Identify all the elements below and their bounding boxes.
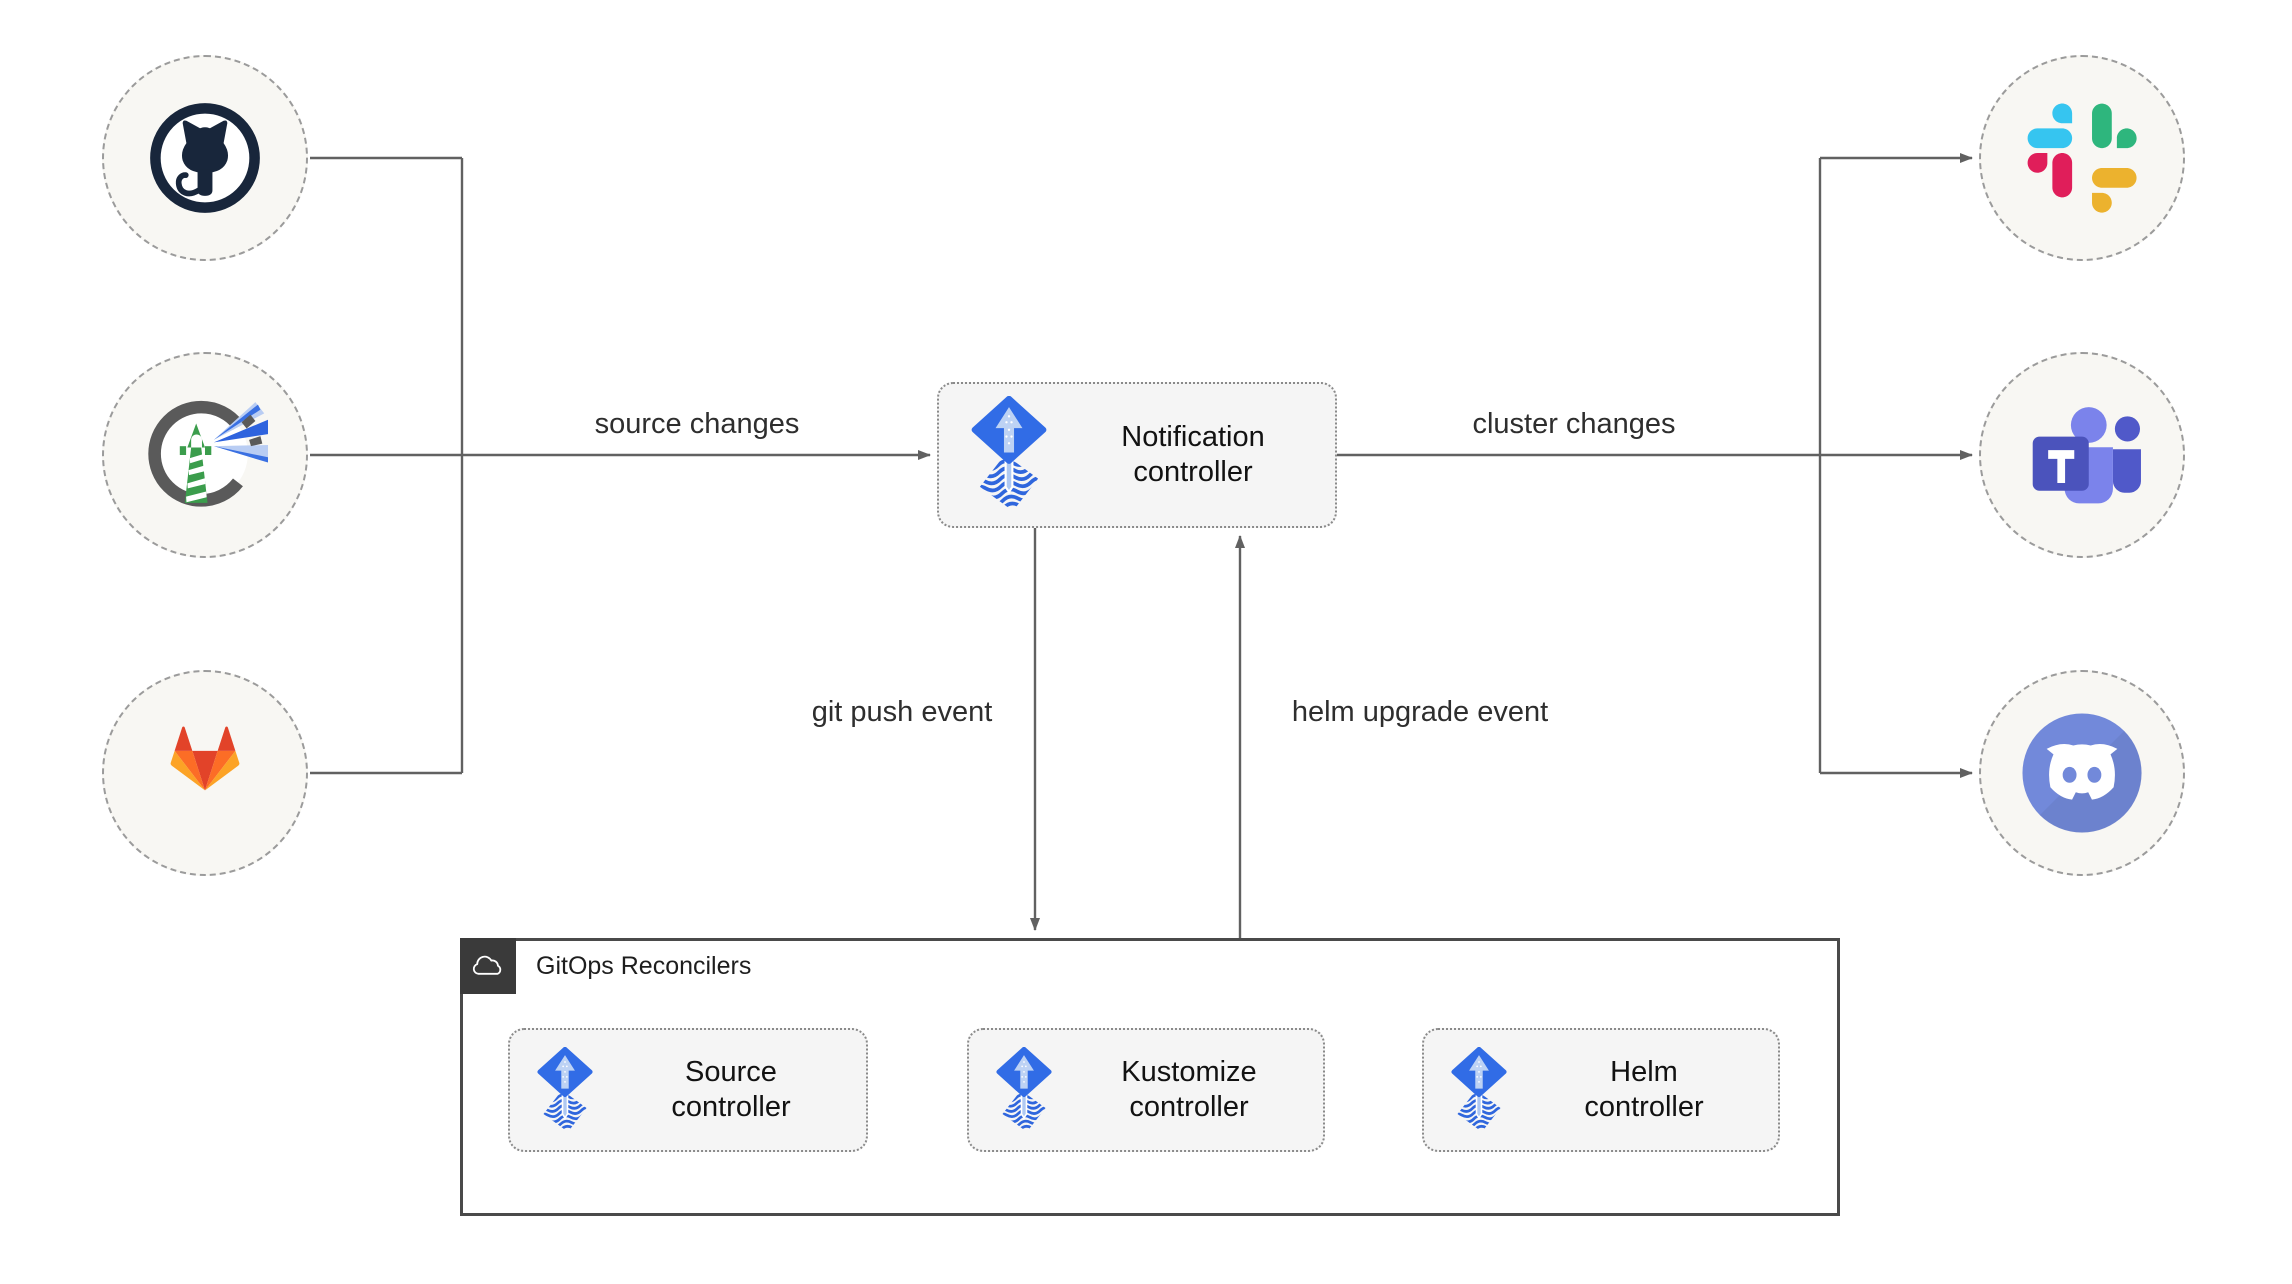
discord-icon (2022, 713, 2142, 833)
gitlab-icon (170, 726, 240, 791)
target-discord (1979, 670, 2185, 876)
teams-icon (2032, 407, 2141, 504)
flux-icon (967, 396, 1051, 514)
edge-label-cluster-changes: cluster changes (1472, 408, 1676, 440)
flux-icon (1448, 1047, 1510, 1134)
edge-label-helm-upgrade-event: helm upgrade event (1291, 696, 1549, 728)
source-gitlab (102, 670, 308, 876)
node-label: Source controller (671, 1056, 791, 1123)
node-label: Kustomize controller (1121, 1056, 1257, 1123)
target-teams (1979, 352, 2185, 558)
node-notification-controller: Notification controller (937, 382, 1337, 528)
harbor-icon (148, 400, 268, 507)
gitops-group-title: GitOps Reconcilers (536, 952, 752, 980)
flux-icon (534, 1047, 596, 1134)
edge-label-source-changes: source changes (594, 408, 800, 440)
gitops-group-header (460, 938, 516, 994)
edge-label-git-push-event: git push event (811, 696, 993, 728)
target-slack (1979, 55, 2185, 261)
github-icon (150, 103, 260, 213)
source-harbor (102, 352, 308, 558)
node-label: Helm controller (1584, 1056, 1704, 1123)
cloud-icon (472, 955, 502, 975)
source-github (102, 55, 308, 261)
node-kustomize-controller: Kustomize controller (967, 1028, 1325, 1152)
flux-icon (993, 1047, 1055, 1134)
node-source-controller: Source controller (508, 1028, 868, 1152)
node-helm-controller: Helm controller (1422, 1028, 1780, 1152)
slack-icon (2027, 103, 2137, 213)
node-label: Notification controller (1121, 421, 1265, 488)
